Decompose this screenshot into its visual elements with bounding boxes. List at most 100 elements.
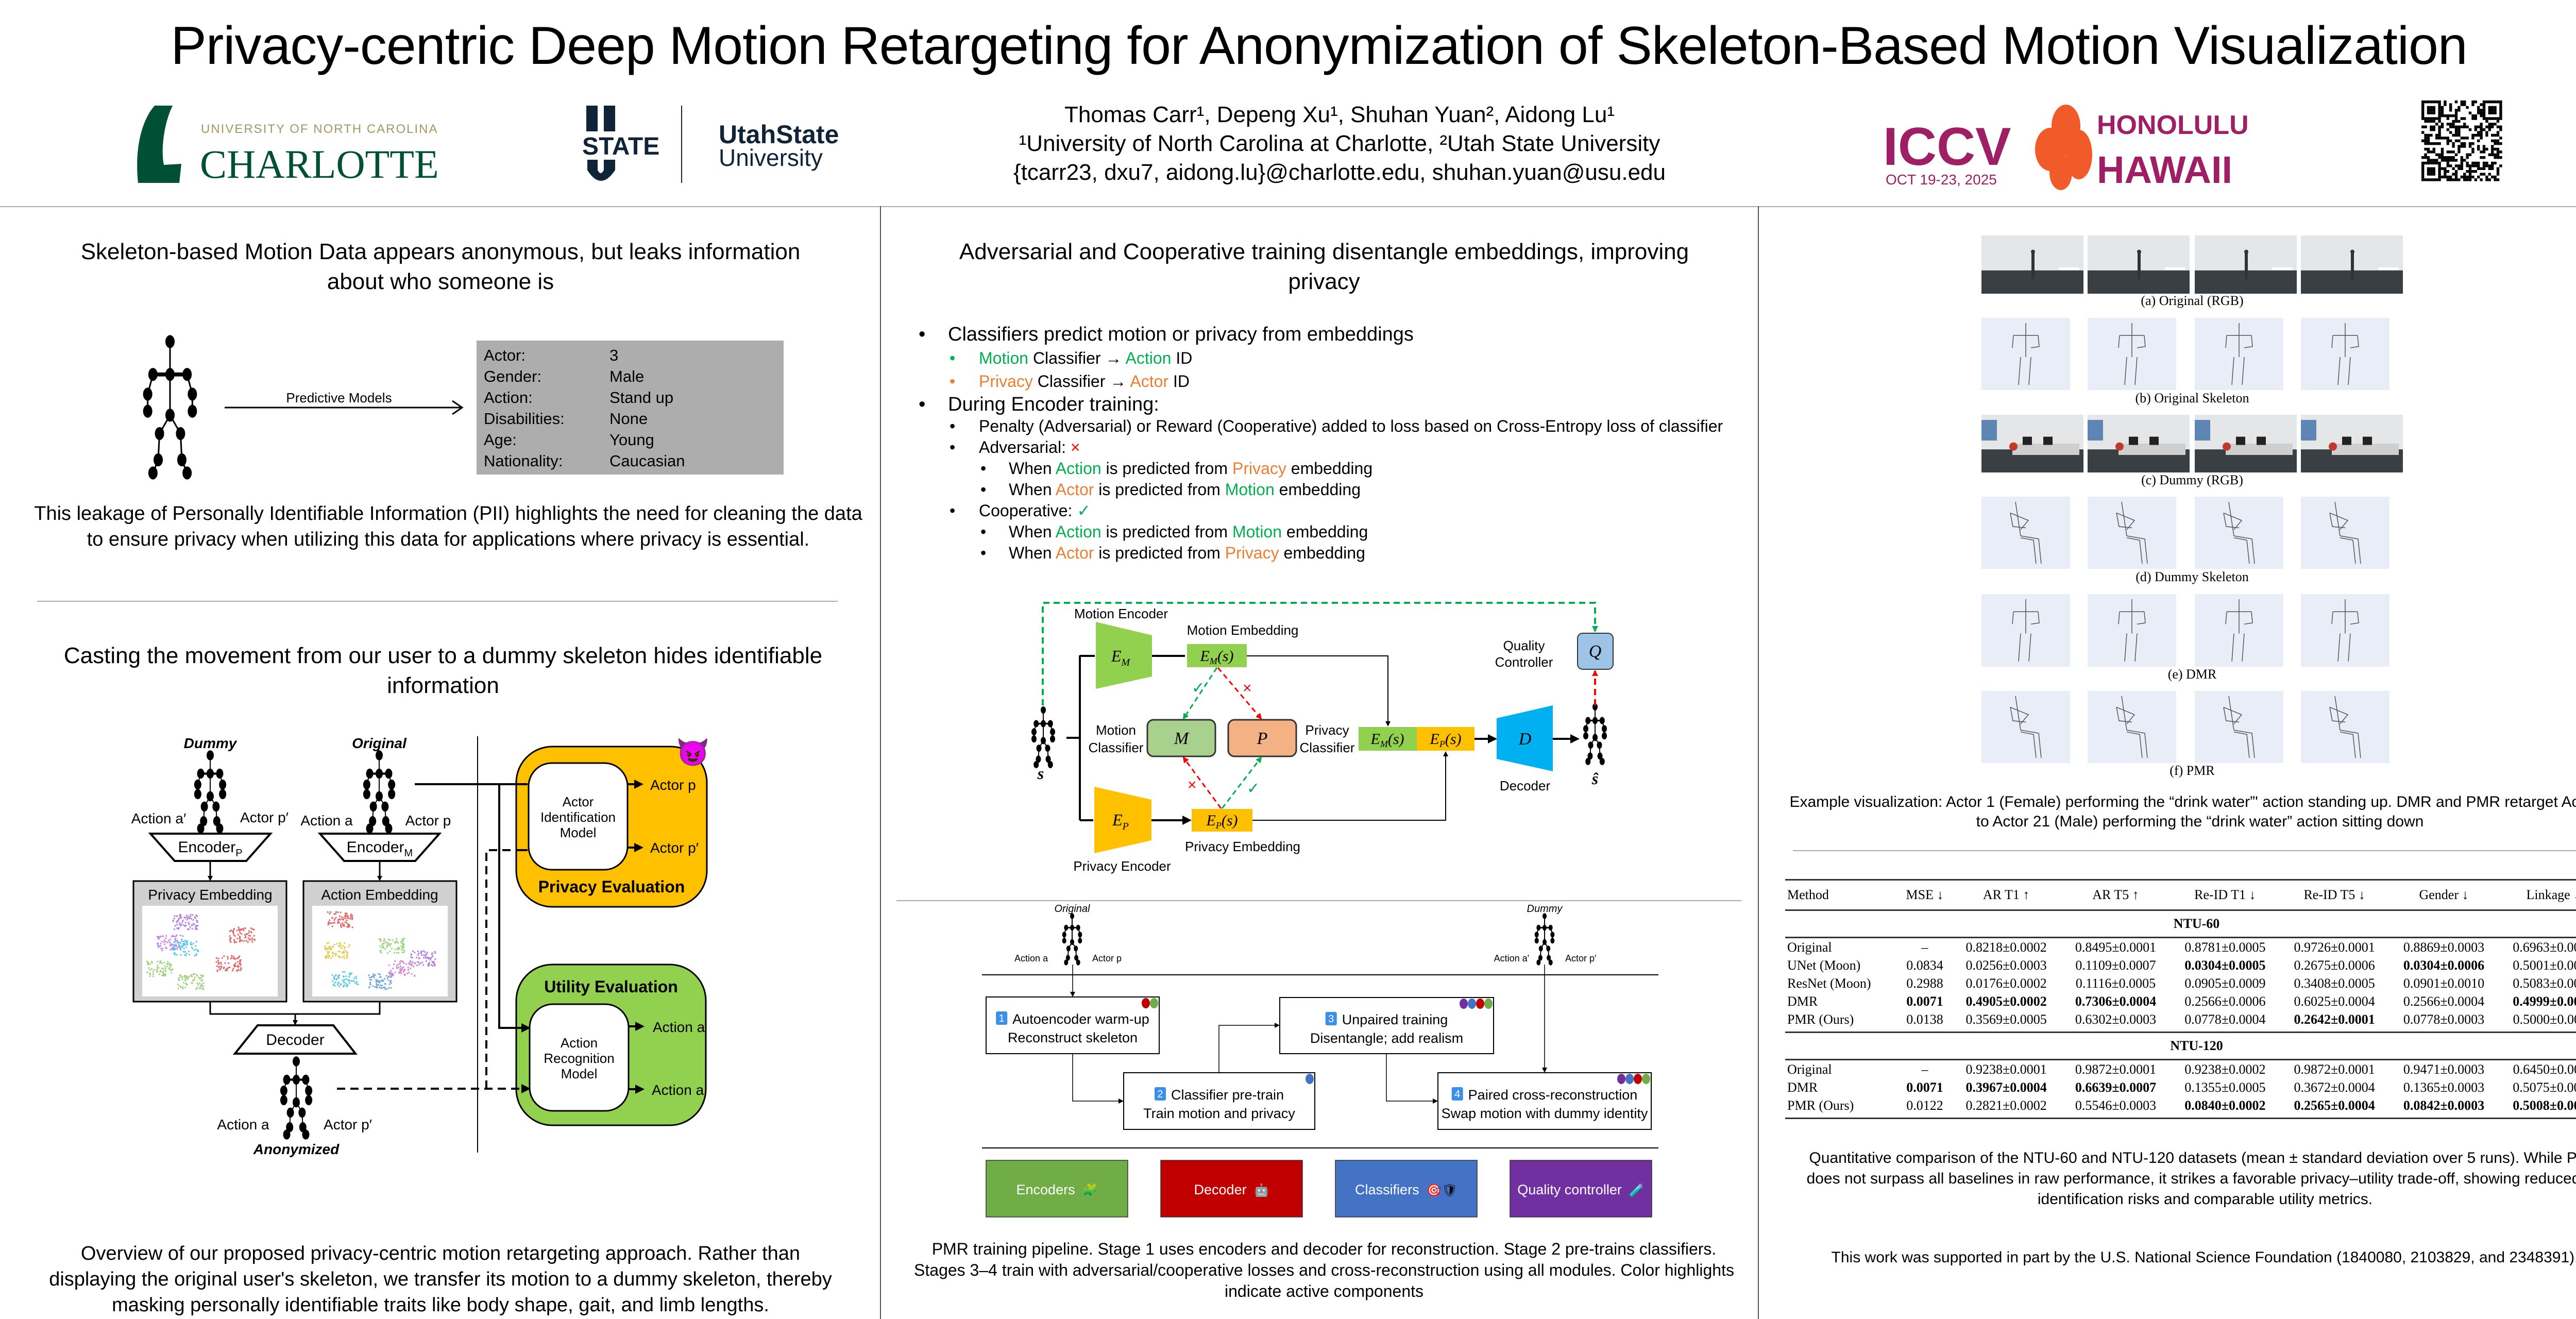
scatter-point xyxy=(229,935,231,937)
scatter-point xyxy=(334,981,336,984)
scatter-point xyxy=(239,969,241,972)
predictive-models-label: Predictive Models xyxy=(286,390,392,405)
scatter-point xyxy=(325,949,327,951)
scatter-point xyxy=(233,927,235,930)
scatter-point xyxy=(415,956,418,959)
scatter-point xyxy=(395,938,397,940)
figure-thumbnail xyxy=(2301,497,2389,569)
scatter-point xyxy=(398,972,400,974)
scatter-point xyxy=(176,915,178,917)
scatter-point xyxy=(149,975,151,977)
scatter-point xyxy=(160,970,162,973)
scatter-point xyxy=(239,940,241,942)
scatter-point xyxy=(175,939,177,942)
scatter-point xyxy=(245,940,247,942)
scatter-point xyxy=(401,949,403,951)
scatter-point xyxy=(194,976,196,978)
section-divider xyxy=(896,900,1741,901)
scatter-point xyxy=(239,955,241,957)
scatter-point xyxy=(169,944,172,947)
scatter-point xyxy=(333,983,335,986)
scatter-point xyxy=(411,973,413,975)
scatter-point xyxy=(183,948,185,950)
scatter-point xyxy=(334,918,336,920)
scatter-point xyxy=(146,971,148,973)
table-cell: 0.5546±0.0003 xyxy=(2061,1096,2171,1119)
scatter-point xyxy=(187,917,189,919)
scatter-point xyxy=(173,945,175,947)
table-cell: 0.3408±0.0005 xyxy=(2294,975,2375,991)
table-cell: 0.5083±0.0013 xyxy=(2513,975,2576,991)
scatter-point xyxy=(400,945,402,948)
scatter-point xyxy=(180,976,182,978)
scatter-point xyxy=(181,938,183,940)
table-cell: 0.8781±0.0005 xyxy=(2184,939,2266,955)
emails: {tcarr23, dxu7, aidong.lu}@charlotte.edu… xyxy=(1013,160,1666,185)
table-cell: 0.9726±0.0001 xyxy=(2294,939,2375,955)
scatter-point xyxy=(174,915,176,917)
scatter-point xyxy=(334,943,336,946)
scatter-point xyxy=(351,926,353,928)
column-header: MSE ↓ xyxy=(1906,887,1944,902)
scatter-point xyxy=(253,935,255,937)
figure-thumbnail xyxy=(2195,235,2297,294)
qr-code-icon xyxy=(2421,100,2502,181)
scatter-point xyxy=(346,953,348,955)
hibiscus-icon xyxy=(2035,105,2092,190)
scatter-point xyxy=(403,946,405,949)
scatter-point xyxy=(343,923,345,925)
scatter-point xyxy=(386,942,388,944)
table-cell: DMR xyxy=(1787,993,1818,1009)
scatter-point xyxy=(411,957,413,959)
scatter-point xyxy=(182,935,184,937)
scatter-point xyxy=(247,937,249,939)
scatter-point xyxy=(238,926,240,928)
scatter-point xyxy=(174,944,176,946)
scatter-point xyxy=(251,937,253,939)
scatter-point xyxy=(401,938,403,940)
scatter-point xyxy=(161,940,163,943)
legend-puzzle: Encoders🧩 xyxy=(986,1160,1128,1217)
scatter-point xyxy=(184,940,186,942)
scatter-point xyxy=(378,986,381,988)
scatter-point xyxy=(343,942,346,944)
scatter-point xyxy=(185,975,188,977)
scatter-point xyxy=(339,956,341,958)
scatter-point xyxy=(197,950,199,952)
scatter-point xyxy=(190,974,192,976)
table-cell: DMR xyxy=(1787,1079,1818,1095)
bullet-item: Classifiers predict motion or privacy fr… xyxy=(919,323,1733,346)
author-block: Thomas Carr¹, Depeng Xu¹, Shuhan Yuan², … xyxy=(927,100,1752,187)
scatter-point xyxy=(227,958,229,960)
bullet-text: Action xyxy=(1055,522,1101,541)
scatter-point xyxy=(338,977,340,979)
scatter-point xyxy=(248,932,250,934)
table-cell: 0.0905±0.0009 xyxy=(2184,975,2266,991)
scatter-point xyxy=(369,976,371,978)
scatter-point xyxy=(231,931,234,933)
visualization-figure xyxy=(1981,235,2403,763)
scatter-point xyxy=(158,938,160,940)
scatter-point xyxy=(223,955,225,957)
scatter-point xyxy=(410,956,412,958)
scatter-point xyxy=(182,942,184,945)
bullet-text: Classifiers predict motion or privacy fr… xyxy=(948,324,1414,345)
bullet-text: ID xyxy=(1168,372,1190,391)
pipeline-actor-label: Actor p′ xyxy=(1565,953,1597,963)
scatter-point xyxy=(402,968,404,970)
scatter-point xyxy=(157,970,159,972)
scatter-point xyxy=(398,948,401,950)
scatter-point xyxy=(391,948,393,950)
scatter-point xyxy=(188,922,190,924)
figure-thumbnail xyxy=(2088,497,2176,569)
scatter-point xyxy=(349,915,351,917)
scatter-point xyxy=(193,949,195,951)
scatter-point xyxy=(179,922,181,924)
motion-encoder-shape xyxy=(1096,622,1152,689)
table-cell: Original xyxy=(1787,939,1832,955)
action-rec-model-line: Recognition xyxy=(544,1051,614,1066)
scatter-point xyxy=(201,979,204,982)
